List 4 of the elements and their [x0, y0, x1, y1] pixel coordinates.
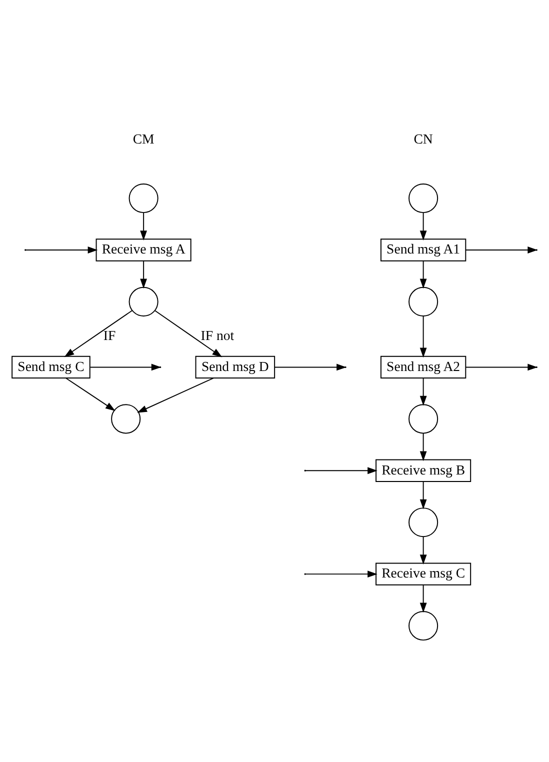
edge-label: IF not — [200, 328, 234, 343]
label: CN — [414, 131, 433, 146]
label: CM — [132, 131, 154, 146]
edge-label: IF — [103, 328, 116, 343]
